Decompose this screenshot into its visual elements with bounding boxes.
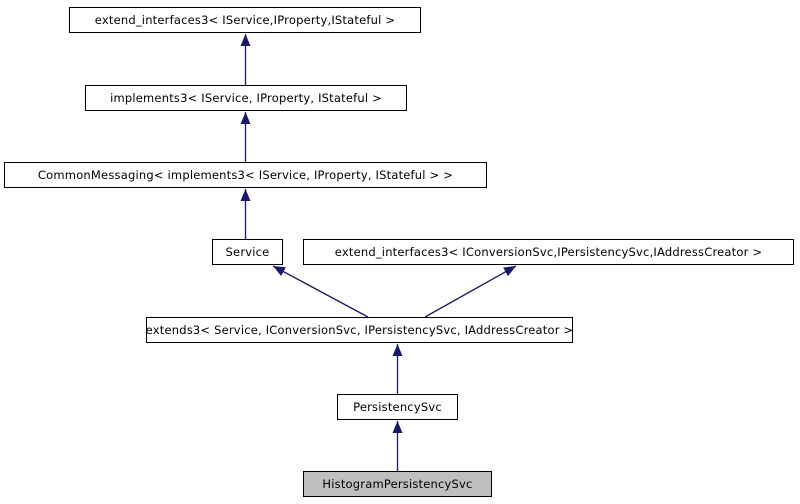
node-persistencysvc[interactable]: PersistencySvc	[337, 394, 458, 420]
node-commonmessaging[interactable]: CommonMessaging< implements3< IService, …	[4, 162, 487, 188]
edge-extends3-to-service	[272, 265, 369, 318]
node-service[interactable]: Service	[212, 239, 283, 265]
node-implements3[interactable]: implements3< IService, IProperty, IState…	[85, 85, 407, 111]
node-extends3[interactable]: extends3< Service, IConversionSvc, IPers…	[146, 317, 573, 343]
node-extend-interfaces3-conversion[interactable]: extend_interfaces3< IConversionSvc,IPers…	[303, 239, 794, 265]
node-extend-interfaces3-service[interactable]: extend_interfaces3< IService,IProperty,I…	[69, 7, 421, 33]
node-histogrampersistencysvc: HistogramPersistencySvc	[303, 471, 492, 497]
edge-extends3-to-extend-interfaces3-conv	[424, 265, 517, 318]
